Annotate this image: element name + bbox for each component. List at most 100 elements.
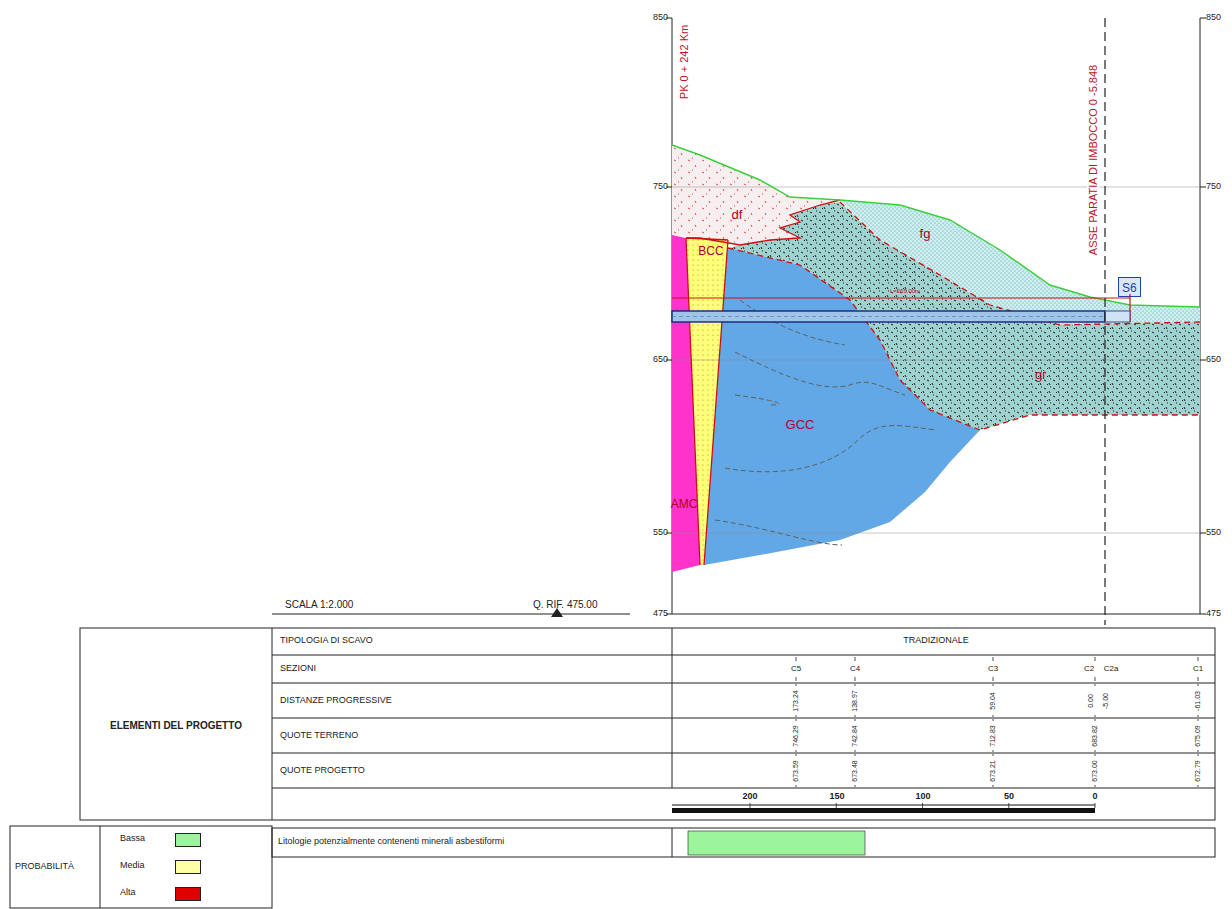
- table-cell: 746.29: [792, 725, 800, 746]
- tick-mark: [1095, 803, 1096, 808]
- tick-mark: [993, 657, 994, 661]
- unit-fill: [672, 235, 700, 572]
- elevation-tick: 550: [1206, 528, 1221, 538]
- tick-mark: [750, 803, 751, 808]
- table-cell: 138.97: [851, 690, 859, 711]
- unit-label: df: [732, 208, 743, 222]
- table-cell: TRADIZIONALE: [903, 636, 969, 646]
- calcschist-unit: GCC: [704, 240, 980, 565]
- table-cell: 673.00: [1091, 760, 1099, 781]
- elevation-tick: 850: [653, 13, 668, 23]
- length-dimension: L=265.00m: [890, 288, 920, 295]
- tick-mark: [855, 684, 856, 686]
- row-header: QUOTE PROGETTO: [280, 766, 365, 776]
- tick-mark: [993, 754, 994, 756]
- elevation-tick: 650: [653, 355, 668, 365]
- legend-entry: Bassa: [110, 832, 230, 848]
- tick-mark: [855, 719, 856, 721]
- table-cell: 673.59: [792, 760, 800, 781]
- scale-note: SCALA 1:2.000: [285, 599, 353, 610]
- legend-label: Media: [120, 860, 145, 870]
- tick-mark: [796, 657, 797, 661]
- tick-mark: [993, 719, 994, 721]
- tick-mark: [1198, 750, 1199, 752]
- tick-mark: [855, 750, 856, 752]
- scale-number: 0: [1092, 792, 1097, 802]
- table-cell: -61.03: [1194, 691, 1202, 711]
- tick-mark: [1095, 750, 1096, 752]
- table-cell: 173.24: [792, 690, 800, 711]
- tick-mark: [922, 803, 923, 808]
- tick-mark: [796, 750, 797, 752]
- tick-mark: [1198, 719, 1199, 721]
- legend-entry: Alta: [110, 886, 230, 902]
- row-header: Litologie potenzialmente contenenti mine…: [278, 837, 504, 847]
- elevation-tick: 650: [1206, 355, 1221, 365]
- elevation-tick: 750: [653, 182, 668, 192]
- borehole-label: S6: [1122, 282, 1137, 295]
- row-header: TIPOLOGIA DI SCAVO: [280, 636, 373, 646]
- tick-mark: [855, 657, 856, 661]
- tick-mark: [796, 754, 797, 756]
- legend-label: Alta: [120, 887, 136, 897]
- reference-level: Q. RIF. 475.00: [533, 599, 597, 610]
- unit-label: AMC: [671, 498, 698, 511]
- elevation-tick: 550: [653, 528, 668, 538]
- tick-mark: [993, 750, 994, 752]
- tick-mark: [855, 677, 856, 681]
- unit-fill: [704, 240, 980, 565]
- amphibolite-unit: AMC: [672, 235, 700, 572]
- group-header: ELEMENTI DEL PROGETTO: [110, 720, 242, 731]
- tick-mark: [855, 715, 856, 717]
- unit-label: GCC: [786, 418, 815, 432]
- table-cell: 673.21: [989, 760, 997, 781]
- section-name: C5: [791, 665, 801, 674]
- tick-mark: [796, 715, 797, 717]
- table-cell: 742.84: [851, 725, 859, 746]
- legend-swatch: [175, 887, 201, 901]
- tick-mark: [855, 785, 856, 787]
- tick-mark: [1198, 684, 1199, 686]
- borehole-tag: S6: [1118, 277, 1141, 297]
- table-cell: 0.00: [1087, 694, 1095, 708]
- scale-number: 200: [742, 792, 757, 802]
- scale-number: 100: [915, 792, 930, 802]
- section-name: C2: [1084, 665, 1094, 674]
- tick-mark: [855, 754, 856, 756]
- tick-mark: [993, 677, 994, 681]
- row-header: SEZIONI: [280, 664, 316, 674]
- legend-label: Bassa: [120, 833, 145, 843]
- tick-mark: [993, 684, 994, 686]
- tick-mark: [1198, 677, 1199, 681]
- table-cell: 675.09: [1194, 725, 1202, 746]
- unit-outline: [672, 235, 700, 572]
- tick-mark: [993, 785, 994, 787]
- tick-mark: [1095, 719, 1096, 721]
- elevation-tick: 750: [1206, 182, 1221, 192]
- tick-mark: [1198, 754, 1199, 756]
- scale-number: 150: [829, 792, 844, 802]
- tick-mark: [993, 715, 994, 717]
- table-cell: 683.82: [1091, 725, 1099, 746]
- legend-swatch: [175, 860, 201, 874]
- table-cell: -5.00: [1102, 693, 1110, 709]
- tick-mark: [1198, 785, 1199, 787]
- chainage-label: PK 0 + 242 Km: [678, 25, 690, 99]
- axis-label: ASSE PARATIA DI IMBOCCO 0 -5.848: [1087, 63, 1099, 257]
- tick-mark: [796, 719, 797, 721]
- row-header: QUOTE TERRENO: [280, 731, 358, 741]
- tick-mark: [1008, 803, 1009, 808]
- section-name: C2a: [1104, 665, 1119, 674]
- tick-mark: [1198, 715, 1199, 717]
- legend-swatch: [175, 833, 201, 847]
- unit-label: gi: [1035, 368, 1045, 382]
- elevation-tick: 850: [1206, 13, 1221, 23]
- tick-mark: [1095, 684, 1096, 686]
- elevation-tick: 475: [653, 609, 668, 619]
- table-cell: 673.48: [851, 760, 859, 781]
- table-cell: 672.79: [1194, 760, 1202, 781]
- section-name: C3: [988, 665, 998, 674]
- tick-mark: [796, 684, 797, 686]
